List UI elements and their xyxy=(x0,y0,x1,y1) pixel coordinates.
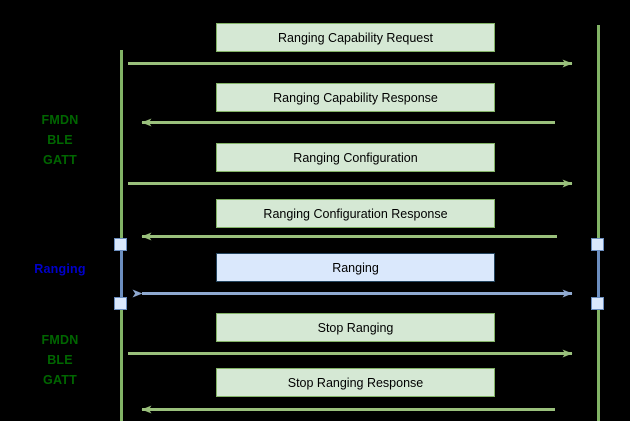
message-box-ranging[interactable]: Ranging xyxy=(216,253,495,282)
phase-label-ranging: Ranging xyxy=(34,262,86,276)
message-box-ranging-capability-request[interactable]: Ranging Capability Request xyxy=(216,23,495,52)
message-box-stop-ranging-response[interactable]: Stop Ranging Response xyxy=(216,368,495,397)
phase-label-fmdn-ble-gatt-top: FMDN BLE GATT xyxy=(41,113,79,167)
lifeline-left-green-bottom xyxy=(120,309,123,421)
lifeline-left-blue-ranging xyxy=(120,244,123,309)
message-box-stop-ranging[interactable]: Stop Ranging xyxy=(216,313,495,342)
message-box-ranging-configuration-response[interactable]: Ranging Configuration Response xyxy=(216,199,495,228)
message-box-ranging-capability-response[interactable]: Ranging Capability Response xyxy=(216,83,495,112)
lifeline-right-green-top xyxy=(597,25,600,244)
phase-label-fmdn-ble-gatt-bottom: FMDN BLE GATT xyxy=(41,333,79,387)
lifeline-right-blue-ranging xyxy=(597,244,600,309)
lifeline-right-green-bottom xyxy=(597,309,600,421)
activation-marker-right-start xyxy=(591,238,604,251)
activation-marker-right-end xyxy=(591,297,604,310)
message-box-ranging-configuration[interactable]: Ranging Configuration xyxy=(216,143,495,172)
lifeline-left-green-top xyxy=(120,50,123,244)
activation-marker-left-start xyxy=(114,238,127,251)
activation-marker-left-end xyxy=(114,297,127,310)
